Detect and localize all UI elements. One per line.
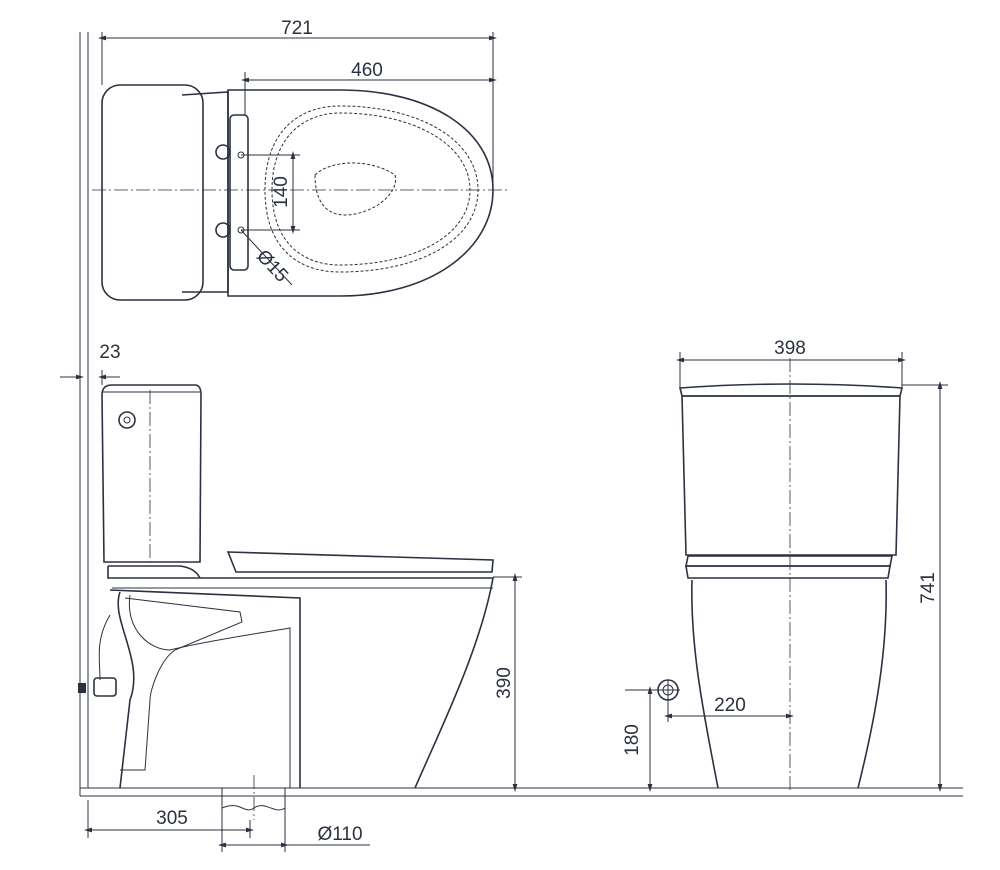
label-tank-width: 398 [774, 338, 806, 359]
label-inlet-height: 180 [622, 724, 643, 756]
label-overall-depth: 721 [281, 18, 313, 39]
label-seat-fixing-spacing: 140 [271, 176, 292, 208]
label-inlet-offset: 220 [714, 695, 746, 716]
top-view [92, 32, 508, 301]
label-outlet-distance: 305 [156, 808, 188, 829]
wall [79, 32, 89, 796]
label-wall-gap: 23 [99, 342, 120, 363]
side-view [60, 370, 522, 852]
label-outlet-diameter: Ø110 [317, 824, 362, 845]
floor [80, 787, 963, 797]
label-overall-height: 741 [918, 572, 939, 604]
label-seat-length: 460 [351, 60, 383, 81]
label-rim-height: 390 [494, 667, 515, 699]
front-view [625, 352, 948, 792]
